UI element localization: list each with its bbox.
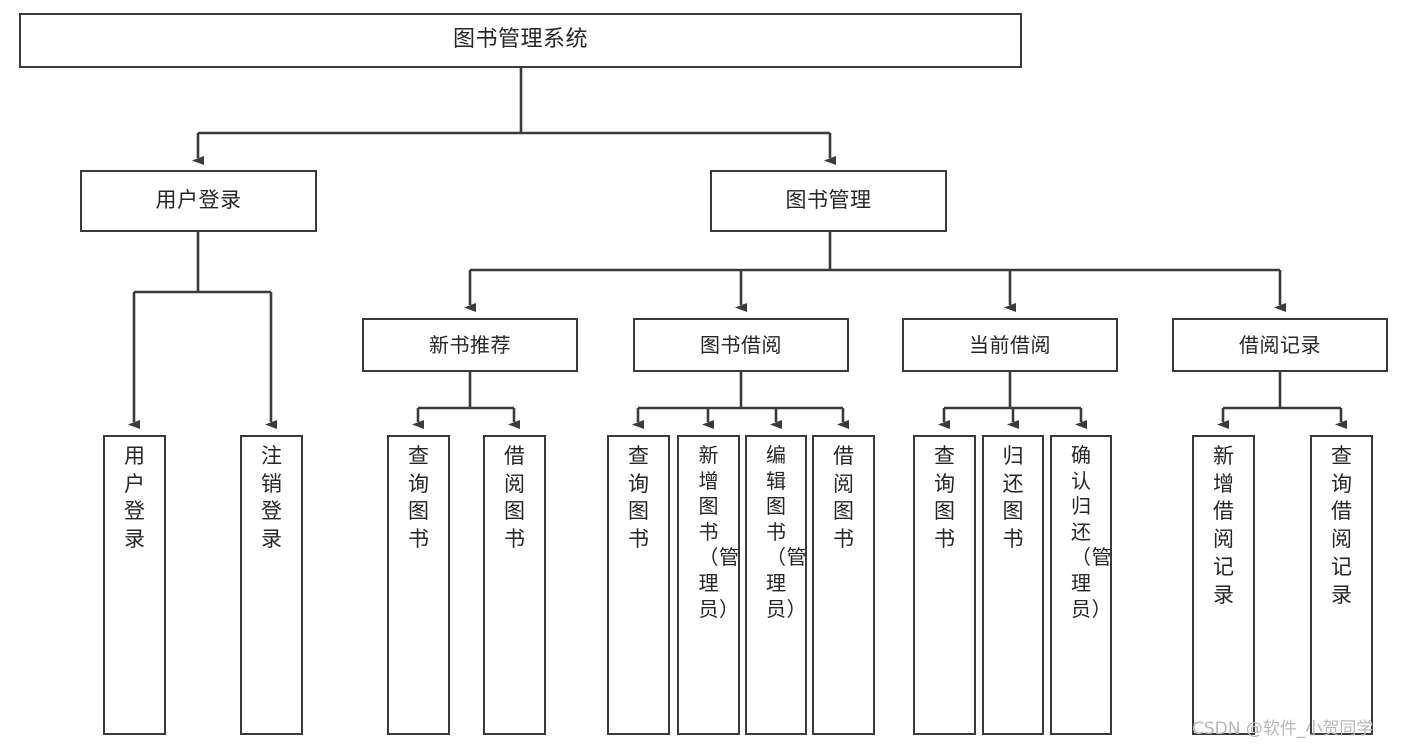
leaf-borrow-query-book[interactable]: 查询图书 xyxy=(607,435,670,735)
leaf-record-add-label: 新增借阅记录 xyxy=(1213,444,1235,607)
node-current-borrow-label: 当前借阅 xyxy=(969,332,1051,357)
node-book-management-label: 图书管理 xyxy=(785,188,872,213)
node-book-borrow[interactable]: 图书借阅 xyxy=(633,318,849,372)
leaf-borrow-lend-book-label: 借阅图书 xyxy=(833,444,855,552)
node-new-book-recommend-label: 新书推荐 xyxy=(429,332,511,357)
leaf-borrow-edit-book[interactable]: 编辑图书（管理员） xyxy=(745,435,807,735)
leaf-borrow-add-book-label: 新增图书（管理员） xyxy=(698,443,740,621)
node-new-book-recommend[interactable]: 新书推荐 xyxy=(362,318,578,372)
leaf-borrow-add-book[interactable]: 新增图书（管理员） xyxy=(677,435,740,735)
leaf-borrow-query-book-label: 查询图书 xyxy=(628,444,650,552)
leaf-borrow-edit-book-label: 编辑图书（管理员） xyxy=(766,443,807,621)
leaf-user-login[interactable]: 用户登录 xyxy=(103,435,166,735)
leaf-new-borrow-book-label: 借阅图书 xyxy=(504,444,526,552)
node-book-borrow-label: 图书借阅 xyxy=(700,332,782,357)
leaf-new-query-book-label: 查询图书 xyxy=(408,444,430,552)
leaf-current-return-book-label: 归还图书 xyxy=(1002,444,1024,552)
leaf-record-add[interactable]: 新增借阅记录 xyxy=(1192,435,1255,735)
node-user-login[interactable]: 用户登录 xyxy=(80,170,317,232)
leaf-new-borrow-book[interactable]: 借阅图书 xyxy=(483,435,546,735)
node-root[interactable]: 图书管理系统 xyxy=(19,13,1022,68)
leaf-user-login-label: 用户登录 xyxy=(124,444,146,552)
node-user-login-label: 用户登录 xyxy=(155,188,242,213)
leaf-new-query-book[interactable]: 查询图书 xyxy=(387,435,450,735)
leaf-user-logout-label: 注销登录 xyxy=(261,444,283,552)
node-borrow-record-label: 借阅记录 xyxy=(1239,332,1321,357)
node-borrow-record[interactable]: 借阅记录 xyxy=(1172,318,1388,372)
leaf-current-return-book[interactable]: 归还图书 xyxy=(982,435,1044,735)
node-root-label: 图书管理系统 xyxy=(452,27,588,53)
node-book-management[interactable]: 图书管理 xyxy=(710,170,947,232)
csdn-watermark: CSDN @软件_小贺同学 xyxy=(1192,719,1374,739)
leaf-current-query-book-label: 查询图书 xyxy=(934,444,956,552)
leaf-borrow-lend-book[interactable]: 借阅图书 xyxy=(812,435,875,735)
leaf-current-confirm-return[interactable]: 确认归还（管理员） xyxy=(1050,435,1112,735)
node-current-borrow[interactable]: 当前借阅 xyxy=(902,318,1118,372)
leaf-current-confirm-return-label: 确认归还（管理员） xyxy=(1071,443,1112,621)
leaf-user-logout[interactable]: 注销登录 xyxy=(240,435,303,735)
leaf-current-query-book[interactable]: 查询图书 xyxy=(913,435,976,735)
leaf-record-query[interactable]: 查询借阅记录 xyxy=(1310,435,1373,735)
leaf-record-query-label: 查询借阅记录 xyxy=(1331,444,1353,607)
